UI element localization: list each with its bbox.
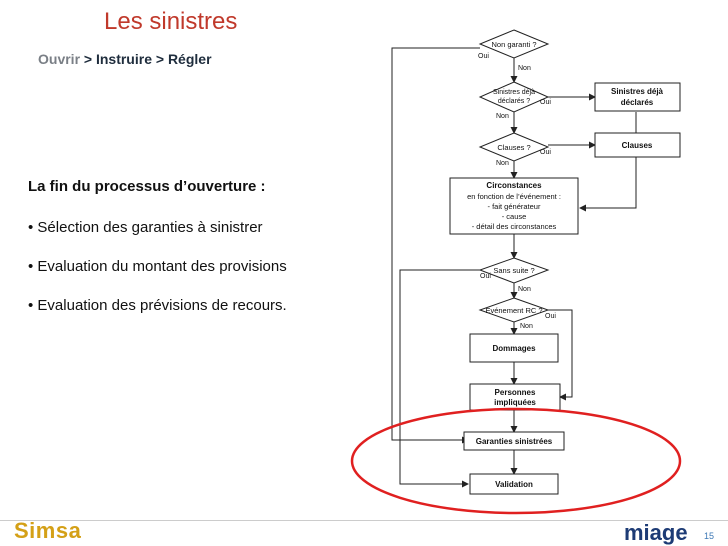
svg-text:Non: Non: [518, 286, 531, 293]
bullet-provisions: • Evaluation du montant des provisions: [28, 258, 287, 275]
content-heading: La fin du processus d’ouverture :: [28, 178, 266, 195]
svg-text:Clauses ?: Clauses ?: [497, 143, 530, 152]
svg-text:Non: Non: [496, 113, 509, 120]
content-block: La fin du processus d’ouverture : • Séle…: [28, 178, 368, 336]
decision-sans-suite: Sans suite ?: [478, 257, 550, 284]
svg-text:Sinistres déjà: Sinistres déjà: [493, 89, 535, 96]
decision-sinistres-deja: Sinistres déjà déclarés ?: [478, 81, 550, 113]
svg-text:en fonction de l’événement :: en fonction de l’événement :: [467, 192, 561, 201]
box-circonstances: Circonstances en fonction de l’événement…: [449, 177, 579, 235]
box-clauses: Clauses: [594, 132, 681, 158]
svg-text:Garanties sinistrées: Garanties sinistrées: [476, 437, 553, 446]
bullet-recours: • Evaluation des prévisions de recours.: [28, 297, 287, 314]
box-dommages: Dommages: [469, 333, 559, 363]
breadcrumb-rest: > Instruire > Régler: [80, 51, 212, 67]
svg-text:Sinistres déjà: Sinistres déjà: [611, 87, 664, 96]
box-validation: Validation: [469, 473, 559, 495]
svg-text:Oui: Oui: [478, 53, 489, 60]
svg-text:Non garanti ?: Non garanti ?: [491, 40, 536, 49]
slide-title: Les sinistres: [104, 8, 238, 35]
simsa-logo: Simsa: [14, 518, 82, 543]
flow-connectors: [391, 30, 637, 488]
footer-divider: [0, 520, 728, 521]
svg-text:- détail des circonstances: - détail des circonstances: [472, 222, 557, 231]
svg-text:Non: Non: [496, 160, 509, 167]
miage-logo: miage: [624, 520, 688, 545]
box-garanties-sinistrees: Garanties sinistrées: [463, 431, 565, 451]
svg-text:déclarés: déclarés: [621, 98, 654, 107]
box-personnes-impliquees: Personnes impliquées: [469, 383, 561, 411]
bullet-garanties: • Sélection des garanties à sinistrer: [28, 219, 263, 236]
page-number: 15: [704, 531, 715, 541]
svg-text:Dommages: Dommages: [492, 344, 536, 353]
svg-text:Validation: Validation: [495, 480, 533, 489]
svg-text:Oui: Oui: [480, 273, 491, 280]
svg-text:Evénement RC ?: Evénement RC ?: [485, 306, 542, 315]
svg-text:déclarés ?: déclarés ?: [498, 98, 530, 105]
box-sinistres-deja-declares: Sinistres déjà déclarés: [594, 82, 681, 112]
svg-text:Sans suite ?: Sans suite ?: [493, 266, 534, 275]
svg-text:Oui: Oui: [540, 149, 551, 156]
svg-text:Personnes: Personnes: [495, 388, 536, 397]
breadcrumb-ouvrir: Ouvrir: [38, 51, 81, 67]
decision-evenement-rc: Evénement RC ?: [478, 297, 550, 323]
svg-text:Non: Non: [520, 323, 533, 330]
svg-text:Oui: Oui: [545, 313, 556, 320]
svg-text:- cause: - cause: [502, 212, 527, 221]
svg-text:Non: Non: [518, 65, 531, 72]
svg-text:Oui: Oui: [540, 99, 551, 106]
branch-labels: Oui Non Oui Non Oui Non Oui Non Oui Non: [478, 53, 556, 330]
svg-text:Clauses: Clauses: [622, 141, 653, 150]
decision-clauses: Clauses ?: [478, 132, 550, 162]
highlight-ellipse: [350, 407, 682, 515]
breadcrumb: Ouvrir > Instruire > Régler: [38, 51, 212, 67]
svg-text:- fait générateur: - fait générateur: [488, 202, 541, 211]
svg-text:impliquées: impliquées: [494, 398, 536, 407]
decision-non-garanti: Non garanti ?: [478, 29, 550, 59]
svg-text:Circonstances: Circonstances: [486, 181, 542, 190]
